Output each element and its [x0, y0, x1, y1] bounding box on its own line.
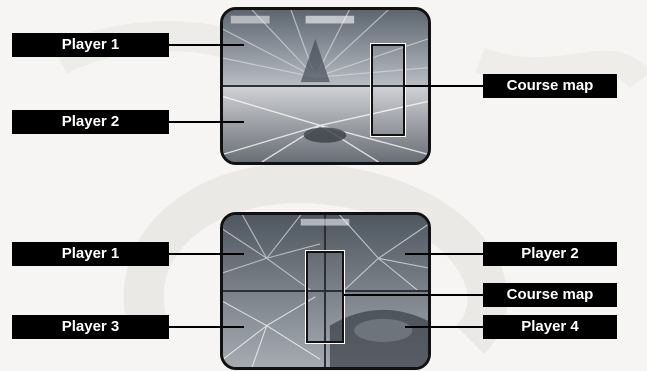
leader-line-player-1-top	[169, 44, 244, 46]
label-player-3-bottom: Player 3	[12, 315, 169, 339]
label-player-4-bottom: Player 4	[483, 315, 617, 339]
label-player-2-top: Player 2	[12, 110, 169, 134]
label-course-map-bottom: Course map	[483, 283, 617, 307]
label-player-1-bottom: Player 1	[12, 242, 169, 266]
leader-line-course-map-top	[405, 85, 483, 87]
leader-line-course-map-bottom	[344, 294, 483, 296]
leader-line-player-4-bottom	[405, 326, 483, 328]
course-map-box-top	[370, 43, 406, 137]
leader-line-player-2-bottom	[405, 253, 483, 255]
leader-line-player-2-top	[169, 121, 244, 123]
label-course-map-top: Course map	[483, 74, 617, 98]
two-player-screen	[220, 7, 431, 165]
label-player-1-top: Player 1	[12, 33, 169, 57]
leader-line-player-1-bottom	[169, 253, 244, 255]
two-player-gameplay-image	[223, 10, 428, 162]
course-map-box-bottom	[305, 250, 345, 344]
leader-line-player-3-bottom	[169, 326, 244, 328]
label-player-2-bottom: Player 2	[483, 242, 617, 266]
